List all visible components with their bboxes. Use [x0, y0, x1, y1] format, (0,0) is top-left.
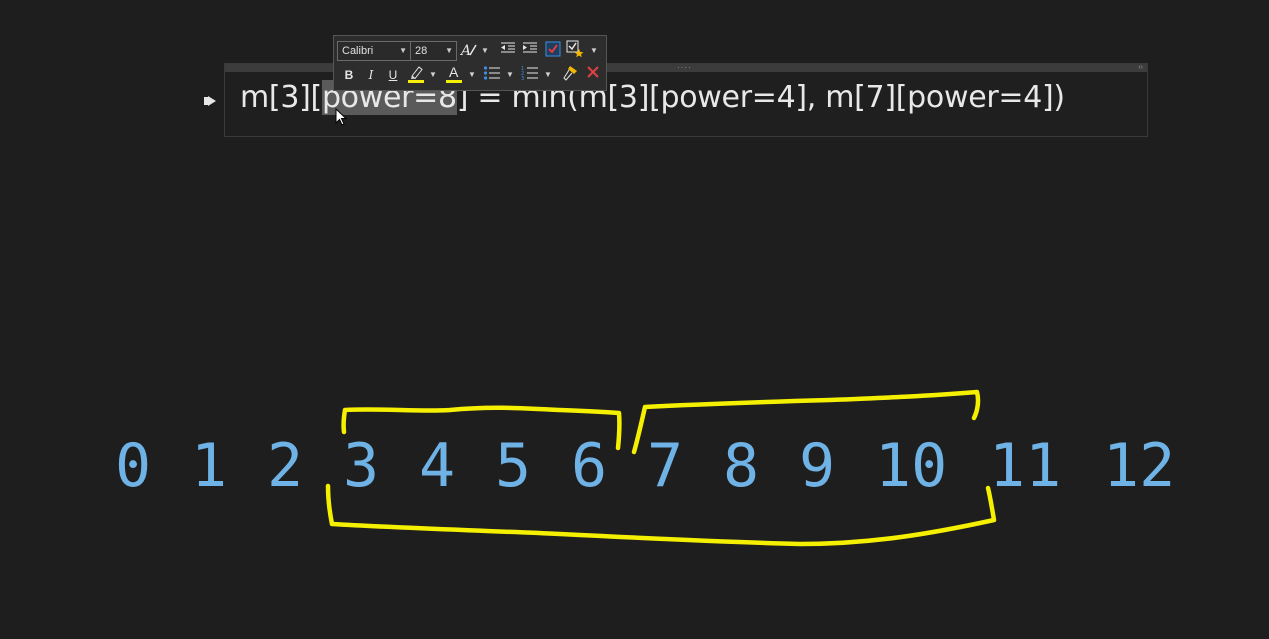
svg-text:1: 1	[521, 66, 524, 72]
chevron-down-icon[interactable]: ▼	[506, 70, 514, 79]
number-item: 3	[343, 431, 380, 501]
number-item: 12	[1103, 431, 1176, 501]
number-item: 11	[989, 431, 1062, 501]
chevron-down-icon[interactable]: ▼	[481, 46, 489, 55]
number-item: 7	[647, 431, 684, 501]
chevron-down-icon[interactable]: ▼	[544, 70, 552, 79]
font-color-letter: A	[449, 64, 459, 80]
number-item: 4	[419, 431, 456, 501]
note-drag-handle[interactable]: ···· ‹›	[225, 64, 1147, 72]
mouse-cursor-icon	[335, 108, 347, 126]
format-painter-icon[interactable]	[560, 64, 580, 84]
underline-icon[interactable]: U	[388, 68, 398, 82]
number-item: 2	[267, 431, 304, 501]
svg-text:2: 2	[521, 71, 524, 77]
chevron-down-icon[interactable]: ▼	[468, 70, 476, 79]
font-name-select[interactable]: Calibri ▼	[337, 41, 411, 61]
italic-icon[interactable]: I	[368, 68, 374, 82]
number-item: 10	[875, 431, 948, 501]
tag-star-icon[interactable]	[565, 40, 585, 60]
bold-icon[interactable]: B	[344, 68, 354, 82]
number-item: 5	[495, 431, 532, 501]
font-color-icon[interactable]: A	[444, 63, 464, 83]
decrease-indent-icon[interactable]	[498, 41, 518, 61]
font-color-swatch	[446, 80, 462, 83]
formula-before: m[3][	[240, 80, 322, 115]
svg-text:3: 3	[521, 76, 524, 81]
bullet-icon	[204, 96, 216, 106]
number-item: 9	[799, 431, 836, 501]
number-item: 6	[571, 431, 608, 501]
bullets-icon[interactable]	[482, 65, 502, 85]
highlighter-icon[interactable]	[406, 65, 426, 85]
increase-indent-icon[interactable]	[520, 41, 540, 61]
number-line: 0 1 2 3 4 5 6 7 8 9 10 11 12	[0, 430, 1269, 502]
resize-icon[interactable]: ‹›	[1138, 64, 1143, 71]
todo-tag-icon[interactable]	[543, 41, 563, 61]
chevron-down-icon: ▼	[399, 46, 407, 55]
formula-after: ] = min(m[3][power=4], m[7][power=4])	[456, 80, 1065, 115]
chevron-down-icon[interactable]: ▼	[429, 70, 437, 79]
number-item: 0	[115, 431, 152, 501]
svg-text:A: A	[460, 43, 471, 59]
number-item: 8	[723, 431, 760, 501]
chevron-down-icon: ▼	[445, 46, 453, 55]
font-style-icon[interactable]: A	[459, 41, 479, 61]
clear-formatting-icon[interactable]	[583, 65, 603, 85]
font-size-value: 28	[415, 45, 428, 57]
font-size-select[interactable]: 28 ▼	[410, 41, 457, 61]
grip-icon[interactable]: ····	[677, 63, 692, 72]
number-item: 1	[191, 431, 228, 501]
chevron-down-icon[interactable]: ▼	[590, 46, 598, 55]
font-name-value: Calibri	[342, 45, 374, 57]
